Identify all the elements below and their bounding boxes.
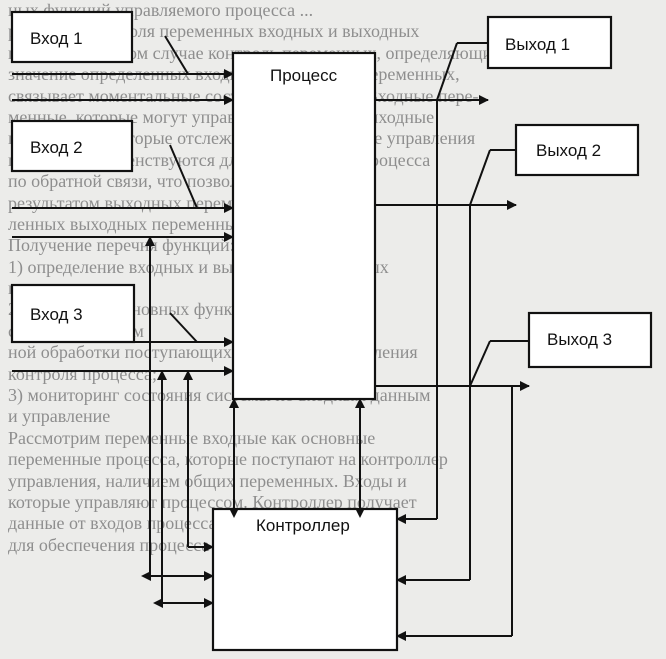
output-3-label: Выход 3 — [547, 330, 612, 349]
process-box — [231, 51, 377, 401]
background-text-line: ленных выходных переменных. — [8, 213, 251, 234]
output-2-block: Выход 2 — [514, 123, 640, 177]
output-2-box — [514, 123, 640, 177]
background-text-line: переменные процесса, которые поступают н… — [8, 449, 448, 470]
controller-label: Контроллер — [256, 516, 350, 535]
process-block: Процесс — [231, 51, 377, 401]
output-2-label: Выход 2 — [536, 141, 601, 160]
input-3-label: Вход 3 — [30, 305, 83, 324]
input-2-label: Вход 2 — [30, 138, 83, 157]
input-1-box — [10, 10, 134, 64]
input-1-slant-line — [164, 35, 189, 75]
input-1-block: Вход 1 — [10, 10, 134, 64]
input-2-block: Вход 2 — [10, 119, 134, 173]
input-2-slant-line — [169, 144, 198, 209]
output-1-slant-line — [436, 42, 458, 101]
background-text-line: и управление — [8, 406, 111, 427]
controller-block: Контроллер — [211, 507, 399, 652]
output-1-box — [486, 15, 613, 70]
background-text-line: для обеспечения процесса — [8, 534, 210, 555]
input-3-block: Вход 3 — [10, 283, 136, 344]
output-2-slant-line — [469, 149, 491, 206]
background-text-line: управления, наличием общих переменных. В… — [8, 470, 407, 491]
background-text-line: которые управляют процессом. Контроллер … — [8, 491, 417, 512]
process-label: Процесс — [270, 66, 338, 85]
output-1-label: Выход 1 — [505, 35, 570, 54]
input-1-label: Вход 1 — [30, 29, 83, 48]
output-1-block: Выход 1 — [486, 15, 613, 70]
input-2-box — [10, 119, 134, 173]
output-3-block: Выход 3 — [527, 311, 653, 369]
input-3-slant-line — [169, 312, 198, 343]
background-text-line: Получение перечня функций: — [8, 235, 235, 256]
background-text-line: контроля процесса; — [8, 363, 157, 384]
output-3-slant-line — [469, 340, 491, 387]
background-text-line: Рассмотрим переменные входные как основн… — [8, 427, 376, 448]
